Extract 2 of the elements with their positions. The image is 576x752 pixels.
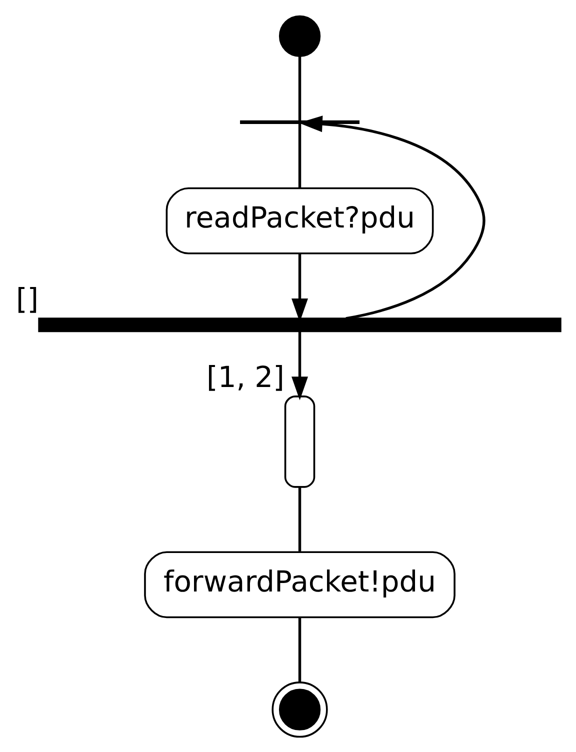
node-label: [] <box>16 282 39 316</box>
node-label: [1, 2] <box>206 360 284 394</box>
